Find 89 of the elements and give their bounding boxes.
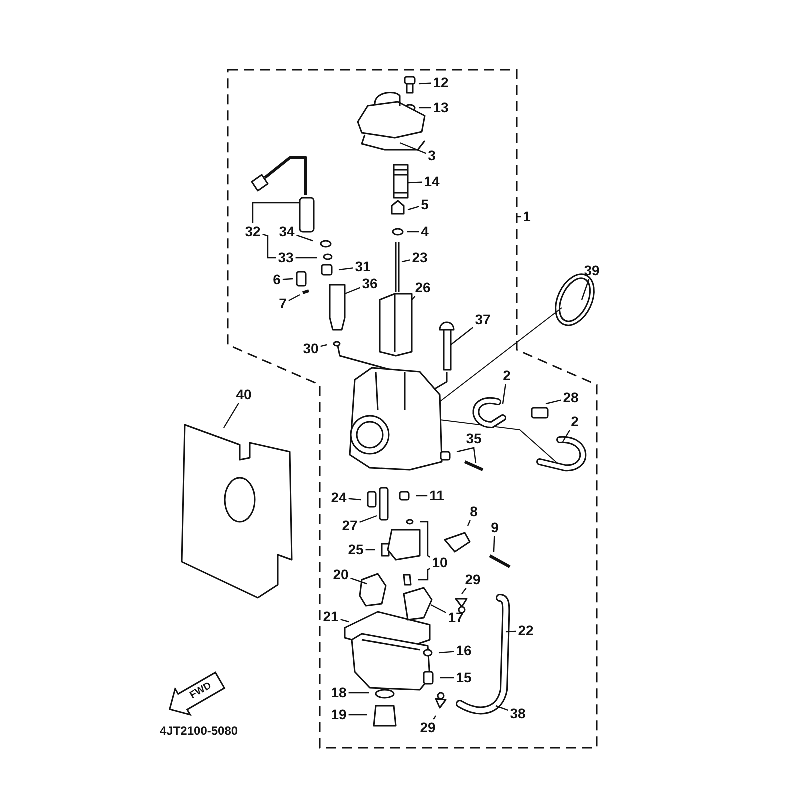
callout-number: 9 <box>490 520 500 536</box>
callout-number: 14 <box>423 174 441 190</box>
callout-number: 19 <box>330 708 348 722</box>
part-number: 4JT2100-5080 <box>160 724 238 738</box>
callout-number: 6 <box>272 272 282 288</box>
leader-line <box>340 619 350 623</box>
leader-line <box>402 260 410 263</box>
leader-line <box>360 515 378 523</box>
callout-number: 31 <box>354 260 372 274</box>
leader-line <box>496 705 508 711</box>
callout-number: 32 <box>244 224 262 240</box>
callout-number: 37 <box>474 312 492 328</box>
leader-line <box>517 216 522 218</box>
leader-line <box>419 107 432 109</box>
leader-line <box>562 430 570 442</box>
callout-number: 33 <box>277 250 295 266</box>
leader-line <box>366 549 375 551</box>
leader-line <box>418 568 430 581</box>
callout-number: 20 <box>332 568 350 582</box>
callout-number: 15 <box>455 670 473 686</box>
leader-line <box>450 327 474 346</box>
leader-line <box>296 257 317 259</box>
callout-number: 34 <box>278 224 296 240</box>
leader-line <box>493 536 496 552</box>
leader-line <box>416 495 428 497</box>
callout-number: 18 <box>330 686 348 700</box>
leader-line <box>506 630 516 633</box>
callout-number: 29 <box>464 572 482 588</box>
callout-number: 24 <box>330 490 348 506</box>
leader-line <box>418 82 432 85</box>
leader-line <box>456 447 475 453</box>
callout-number: 40 <box>235 388 253 402</box>
leader-line <box>473 447 477 464</box>
leader-line <box>348 714 367 716</box>
callout-number: 39 <box>583 264 601 278</box>
callout-number: 25 <box>347 542 365 558</box>
leader-line <box>462 588 467 594</box>
leader-line <box>408 182 422 184</box>
leader-line <box>420 521 430 558</box>
callout-number: 27 <box>341 518 359 534</box>
leader-line <box>344 287 360 295</box>
callout-number: 12 <box>432 76 450 90</box>
callout-number: 28 <box>562 390 580 406</box>
callout-number: 21 <box>322 610 340 624</box>
leader-line <box>407 231 420 233</box>
leader-line <box>282 278 294 280</box>
leader-line <box>223 403 240 428</box>
callout-number: 3 <box>427 148 437 164</box>
leader-line <box>412 296 416 300</box>
leader-line <box>440 677 454 679</box>
direction-label: FWD <box>188 680 214 702</box>
leader-line <box>546 400 562 405</box>
callout-number: 13 <box>432 100 450 116</box>
leader-line <box>296 234 314 242</box>
callout-number: 36 <box>361 276 379 292</box>
callout-number: 16 <box>455 644 473 658</box>
leader-line <box>581 279 590 300</box>
leader-line <box>408 206 420 211</box>
callout-number: 8 <box>469 504 479 520</box>
leader-line <box>438 651 454 654</box>
callout-number: 23 <box>411 250 429 266</box>
callout-number: 7 <box>278 296 288 312</box>
leader-line <box>320 344 328 348</box>
callout-number: 29 <box>419 720 437 736</box>
callout-number: 30 <box>302 342 320 356</box>
callout-number: 1 <box>522 210 532 224</box>
leader-line <box>262 234 276 259</box>
callout-number: 22 <box>517 624 535 638</box>
leader-line <box>348 498 362 501</box>
leader-line <box>288 294 300 302</box>
leader-line <box>467 520 471 526</box>
leader-line <box>430 604 446 614</box>
leader-line <box>350 578 368 585</box>
callout-number: 35 <box>465 432 483 446</box>
leader-line <box>338 268 354 271</box>
leader-line <box>348 692 369 694</box>
callout-number: 10 <box>431 556 449 570</box>
callout-number: 4 <box>420 224 430 240</box>
leader-line <box>400 142 426 154</box>
callout-number: 17 <box>447 610 465 626</box>
callout-number: 38 <box>509 706 527 722</box>
callout-number: 2 <box>570 414 580 430</box>
leader-line <box>433 716 436 720</box>
callout-number: 11 <box>428 488 446 504</box>
callout-number: 26 <box>414 280 432 296</box>
leader-line <box>252 202 299 224</box>
leader-line <box>502 384 506 404</box>
callout-number: 5 <box>420 198 430 212</box>
callout-number: 2 <box>502 368 512 384</box>
